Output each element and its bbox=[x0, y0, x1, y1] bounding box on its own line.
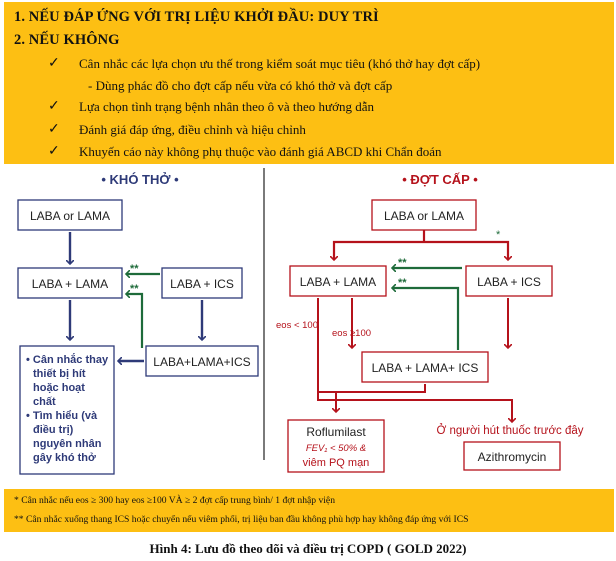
heading-maintain: 1. NẾU ĐÁP ỨNG VỚI TRỊ LIỆU KHỞI ĐẦU: DU… bbox=[14, 9, 379, 25]
left-label-laba-ics: LABA + ICS bbox=[170, 277, 234, 291]
exacerbation-title: • ĐỢT CẤP • bbox=[402, 172, 478, 187]
left-star-upper: ** bbox=[130, 263, 139, 275]
right-label-laba-ics: LABA + ICS bbox=[477, 275, 541, 289]
label-eos-lt: eos < 100 bbox=[276, 320, 318, 331]
left-box-laba-ics bbox=[161, 267, 243, 299]
check-icon: ✓ bbox=[48, 99, 60, 114]
consider-line: hoặc hoạt bbox=[33, 382, 85, 394]
right-label-azithro: Azithromycin bbox=[478, 450, 547, 464]
right-star-lower: ** bbox=[398, 277, 407, 289]
right-box-azithro bbox=[463, 441, 561, 471]
left-label-triple: LABA+LAMA+ICS bbox=[153, 355, 250, 369]
right-box-triple bbox=[361, 351, 489, 383]
consider-line: điều trị) bbox=[33, 424, 74, 436]
check-icon: ✓ bbox=[48, 56, 60, 71]
right-green-arrow-triple bbox=[392, 288, 460, 350]
left-box-triple bbox=[145, 345, 259, 377]
heading-if-not: 2. NẾU KHÔNG bbox=[14, 32, 120, 48]
figure-caption: Hình 4: Lưu đồ theo dõi và điều trị COPD… bbox=[149, 541, 467, 556]
check-icon: ✓ bbox=[48, 122, 60, 137]
right-label-laba-lama: LABA + LAMA bbox=[300, 275, 376, 289]
consider-line: • Cân nhắc thay bbox=[26, 353, 109, 366]
left-box-laba-lama bbox=[17, 267, 123, 299]
flowchart: • KHÓ THỞ • LABA or LAMA LABA + LAMA LAB… bbox=[17, 168, 584, 475]
label-former-smoker: Ở người hút thuốc trước đây bbox=[436, 424, 583, 437]
consider-line: gây khó thở bbox=[33, 452, 96, 464]
dyspnea-title: • KHÓ THỞ • bbox=[101, 172, 179, 187]
label-eos-ge: eos ≥100 bbox=[332, 328, 371, 339]
right-box-laba-ics bbox=[465, 265, 553, 297]
right-branch-right bbox=[424, 240, 508, 260]
right-label-laba-or-lama: LABA or LAMA bbox=[384, 209, 464, 223]
left-consider-text: • Cân nhắc thay thiết bị hít hoặc hoạt c… bbox=[26, 353, 109, 464]
right-star-upper: ** bbox=[398, 257, 407, 269]
right-box-laba-lama bbox=[289, 265, 387, 297]
left-label-laba-lama: LABA + LAMA bbox=[32, 277, 108, 291]
footnote-panel: * Cân nhắc nếu eos ≥ 300 hay eos ≥100 VÀ… bbox=[4, 489, 614, 532]
bullet-evaluate: Đánh giá đáp ứng, điều chỉnh và hiệu chỉ… bbox=[79, 122, 306, 137]
check-icon: ✓ bbox=[48, 144, 60, 159]
arrow-to-azithro bbox=[317, 392, 512, 422]
recommendation-panel: 1. NẾU ĐÁP ỨNG VỚI TRỊ LIỆU KHỞI ĐẦU: DU… bbox=[4, 2, 614, 164]
footnote-single-star: * Cân nhắc nếu eos ≥ 300 hay eos ≥100 VÀ… bbox=[14, 495, 335, 506]
consider-line: • Tìm hiểu (và bbox=[26, 410, 98, 422]
right-label-fev1: FEV₁ < 50% & bbox=[306, 443, 366, 454]
right-box-roflumilast bbox=[287, 419, 385, 473]
footnote-double-star: ** Cân nhắc xuống thang ICS hoặc chuyển … bbox=[14, 514, 469, 525]
left-box-laba-or-lama bbox=[17, 199, 123, 231]
right-star: * bbox=[496, 229, 501, 241]
left-box-consider bbox=[19, 345, 115, 475]
consider-line: nguyên nhân bbox=[33, 438, 102, 450]
left-green-arrow-triple bbox=[126, 294, 144, 348]
bullet-consider-options: Cân nhắc các lựa chọn ưu thế trong kiểm … bbox=[79, 56, 481, 71]
consider-line: chất bbox=[33, 396, 56, 408]
bullet-select-status: Lựa chọn tình trạng bệnh nhân theo ô và … bbox=[79, 99, 374, 114]
right-branch-left bbox=[334, 240, 424, 260]
consider-line: thiết bị hít bbox=[33, 368, 86, 380]
left-star-lower: ** bbox=[130, 283, 139, 295]
right-label-bronchitis: viêm PQ mạn bbox=[303, 457, 370, 469]
bullet-independent: Khuyến cáo này không phụ thuộc vào đánh … bbox=[79, 144, 442, 159]
left-label-laba-or-lama: LABA or LAMA bbox=[30, 209, 110, 223]
arrow-triple-to-outcomes bbox=[318, 384, 426, 393]
right-label-roflumilast: Roflumilast bbox=[306, 425, 366, 439]
sub-bullet-exacerbation: - Dùng phác đồ cho đợt cấp nếu vừa có kh… bbox=[88, 78, 393, 93]
right-label-triple: LABA + LAMA+ ICS bbox=[372, 361, 479, 375]
